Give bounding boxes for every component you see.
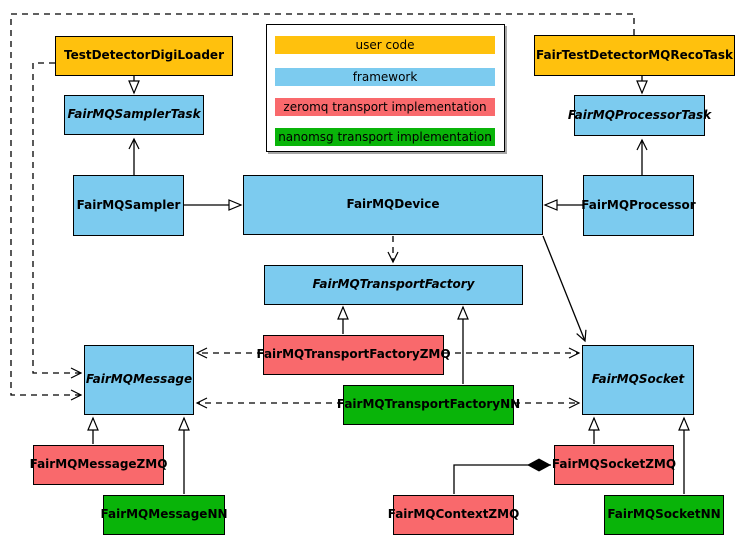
node-fairmqsocketnn: FairMQSocketNN [604, 495, 724, 535]
node-testdetectordigiloader: TestDetectorDigiLoader [55, 36, 233, 76]
node-fairmqdevice: FairMQDevice [243, 175, 543, 235]
node-fairmqsocket: FairMQSocket [582, 345, 694, 415]
legend-item-user-code: user code [275, 36, 495, 54]
node-fairmqsamplertask: FairMQSamplerTask [64, 95, 204, 135]
node-fairmqtransportfactorynn: FairMQTransportFactoryNN [337, 385, 520, 425]
node-fairmqmessage: FairMQMessage [84, 345, 194, 415]
node-fairmqsampler: FairMQSampler [73, 175, 184, 236]
legend-label-user-code: user code [355, 38, 415, 52]
node-fairmqmessagezmq: FairMQMessageZMQ [30, 445, 167, 485]
node-fairmqsocketzmq: FairMQSocketZMQ [552, 445, 676, 485]
node-fairtestdetectormqrecotask: FairTestDetectorMQRecoTask [534, 35, 735, 76]
edge-comp-contextzmq-socketzmq [453, 458, 551, 494]
legend-item-zeromq: zeromq transport implementation [275, 98, 495, 116]
node-fairmqmessagenn: FairMQMessageNN [100, 495, 228, 535]
edge-assoc-device-socket [542, 235, 587, 343]
legend-label-zeromq: zeromq transport implementation [283, 100, 487, 114]
node-fairmqprocessortask: FairMQProcessorTask [568, 95, 711, 136]
legend-item-nanomsg: nanomsg transport implementation [275, 128, 495, 146]
legend-label-framework: framework [352, 70, 418, 84]
node-fairmqcontextzmq: FairMQContextZMQ [388, 495, 519, 535]
node-fairmqtransportfactoryzmq: FairMQTransportFactoryZMQ [256, 335, 451, 375]
node-fairmqprocessor: FairMQProcessor [581, 175, 696, 236]
legend-label-nanomsg: nanomsg transport implementation [278, 130, 492, 144]
legend-box: user code framework zeromq transport imp… [266, 24, 505, 152]
legend-item-framework: framework [275, 68, 495, 86]
node-fairmqtransportfactory: FairMQTransportFactory [264, 265, 523, 305]
